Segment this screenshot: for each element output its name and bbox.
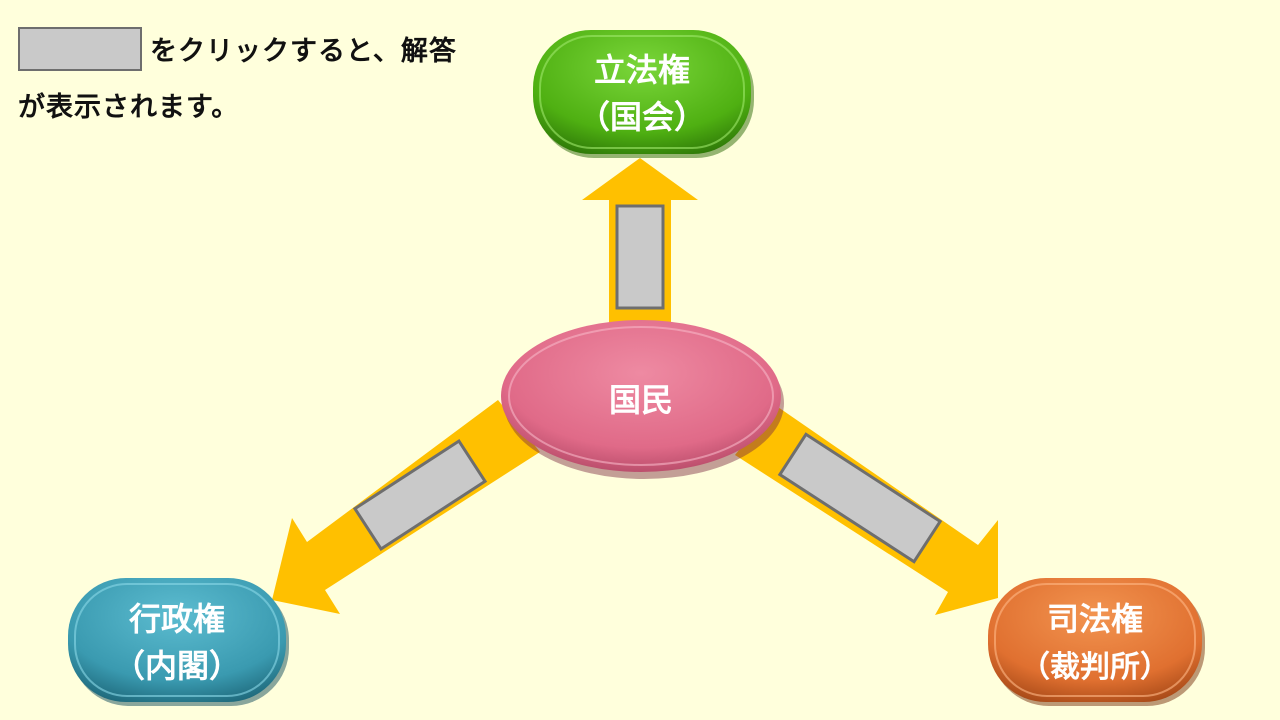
node-judicial: 司法権 （裁判所）: [988, 578, 1205, 706]
judicial-title: 司法権: [1047, 600, 1143, 638]
answer-box-legislative[interactable]: [615, 204, 665, 310]
legislative-subtitle: （国会）: [578, 98, 706, 136]
executive-subtitle: （内閣）: [113, 647, 241, 685]
judicial-subtitle: （裁判所）: [1020, 650, 1170, 685]
answer-box-executive[interactable]: [352, 439, 488, 551]
instruction-line-1: をクリックすると、解答: [150, 36, 457, 67]
node-executive: 行政権 （内閣）: [68, 578, 289, 706]
answer-box-judicial[interactable]: [777, 432, 943, 564]
legislative-title: 立法権: [594, 51, 690, 89]
citizens-label: 国民: [609, 381, 673, 419]
instruction-line-2: が表示されます。: [18, 92, 240, 123]
node-legislative: 立法権 （国会）: [533, 30, 754, 158]
node-citizens: 国民: [501, 320, 784, 479]
instruction-text: をクリックすると、解答 が表示されます。: [18, 24, 457, 136]
executive-title: 行政権: [129, 600, 225, 638]
answer-box-sample: [18, 26, 142, 71]
